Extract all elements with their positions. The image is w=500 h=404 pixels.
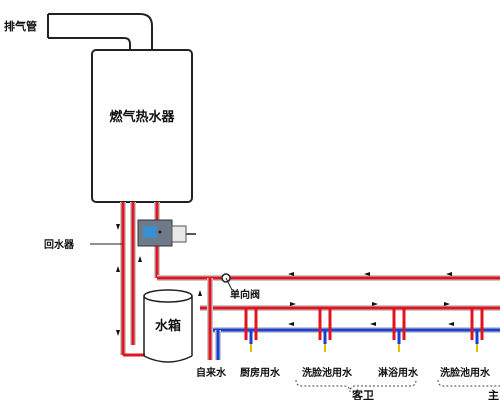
heater-outlet-pipes	[120, 202, 145, 357]
water-tank	[143, 289, 193, 363]
arrow-icon	[116, 224, 142, 336]
tap-water-pipe	[207, 278, 221, 360]
heater-label: 燃气热水器	[109, 109, 175, 125]
guest-bath-bracket	[295, 379, 417, 393]
washbasin-1-label: 洗脸池用水	[302, 366, 353, 379]
valve-icon	[221, 273, 233, 291]
gas-water-heater	[91, 49, 193, 203]
exhaust-pipe-label: 排气管	[4, 19, 37, 33]
tank-label: 水箱	[155, 318, 181, 334]
return-unit-label: 回水器	[44, 238, 75, 251]
tap-water-label: 自来水	[196, 366, 227, 379]
kitchen-fixture	[244, 308, 258, 352]
master-bath-bracket	[437, 379, 500, 387]
kitchen-label: 厨房用水	[240, 366, 281, 379]
master-bath-label: 主	[488, 388, 499, 400]
washbasin-2-label: 洗脸池用水	[440, 366, 491, 379]
washbasin-1-fixture	[318, 308, 332, 352]
washbasin-2-fixture	[470, 308, 484, 352]
arrow-icon	[198, 272, 454, 326]
shower-fixture	[392, 308, 406, 352]
check-valve-label: 单向阀	[230, 288, 260, 301]
guest-bath-label: 客卫	[351, 388, 374, 400]
control-panel-icon	[158, 230, 162, 234]
shower-label: 淋浴用水	[378, 366, 419, 379]
exhaust-pipe	[47, 13, 153, 52]
return-unit	[137, 219, 196, 247]
